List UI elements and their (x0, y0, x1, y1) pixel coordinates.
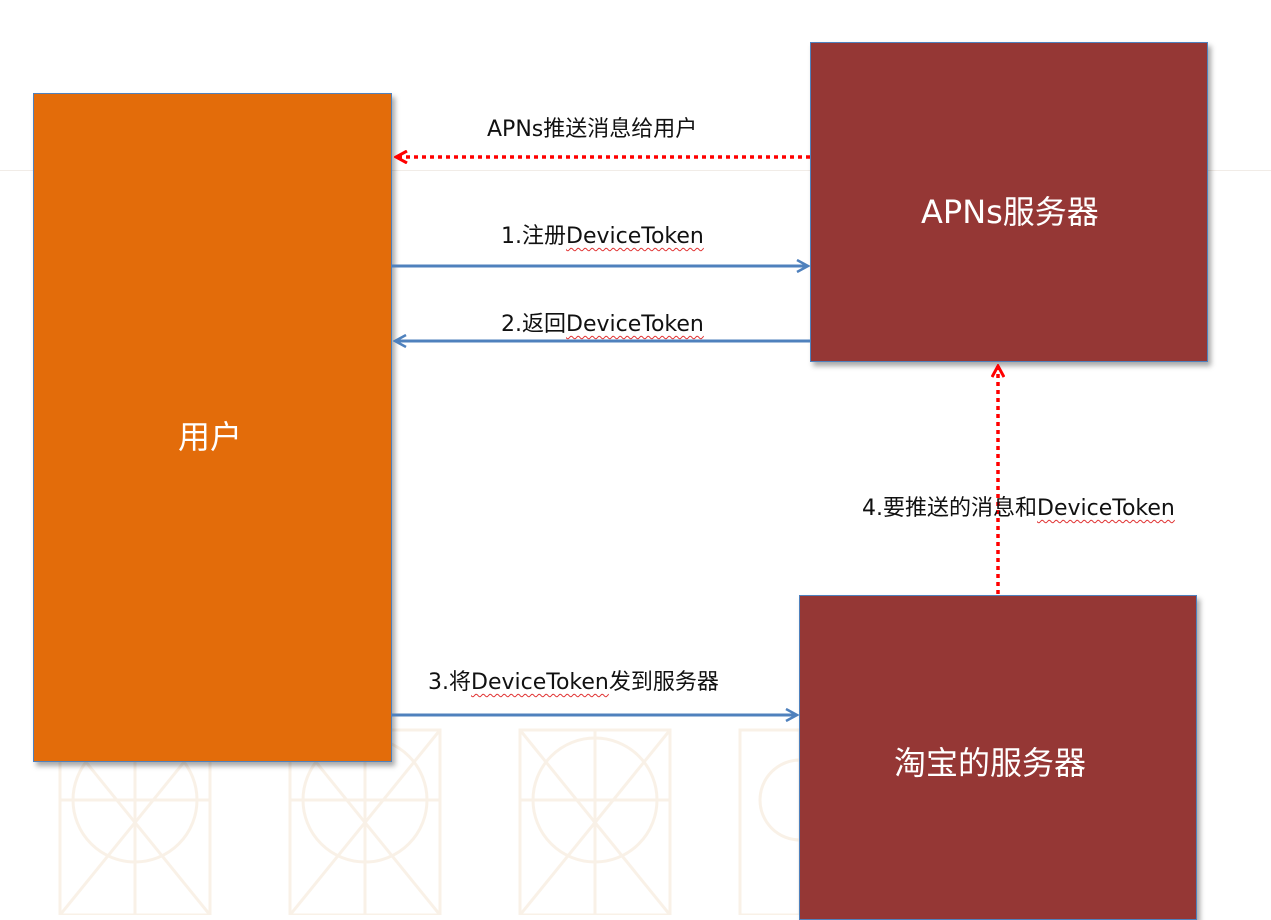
apns-server-node-label: APNs服务器 (921, 193, 1099, 231)
apns-server-node: APNs服务器 (810, 42, 1208, 362)
register-token-label: 1.注册DeviceToken (501, 224, 704, 249)
push-to-user-label: APNs推送消息给用户 (487, 117, 698, 142)
background-divider (0, 170, 1271, 171)
user-node-label: 用户 (178, 418, 243, 456)
taobao-server-node: 淘宝的服务器 (799, 595, 1197, 920)
user-node: 用户 (33, 93, 392, 762)
send-token-to-server-label: 3.将DeviceToken发到服务器 (428, 670, 719, 695)
return-token-label: 2.返回DeviceToken (501, 312, 704, 337)
push-message-to-apns-label: 4.要推送的消息和DeviceToken (862, 496, 1175, 521)
taobao-server-node-label: 淘宝的服务器 (894, 744, 1087, 782)
